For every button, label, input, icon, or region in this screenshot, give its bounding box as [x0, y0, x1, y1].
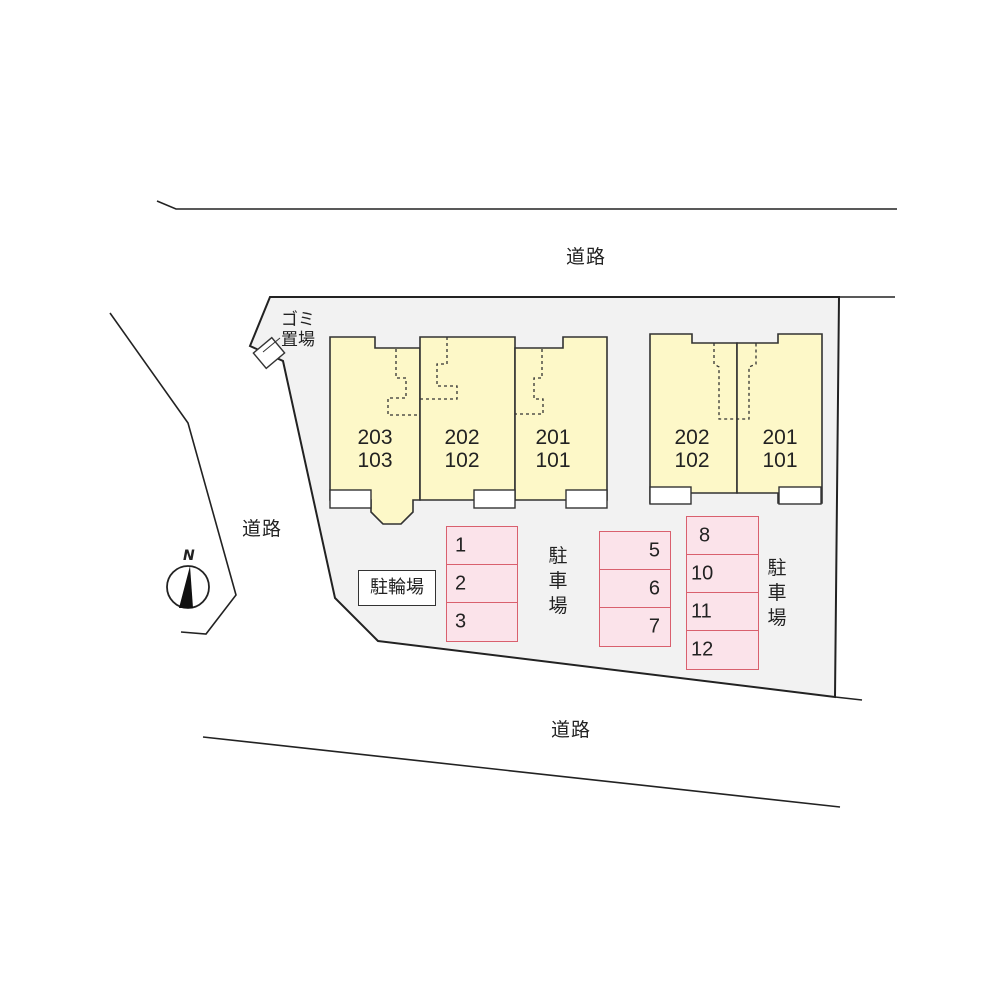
unit-label-202-102: 202 102	[427, 426, 497, 472]
garbage-label-line1: ゴミ	[281, 310, 315, 330]
unit-upper: 201	[762, 426, 798, 449]
bicycle-parking: 駐輪場	[358, 570, 436, 606]
unit-label-east-201-101: 201 101	[745, 426, 815, 472]
road-label-north: 道路	[566, 246, 607, 268]
parking-char: 駐	[767, 557, 787, 579]
parking-stall-8: 8	[686, 516, 759, 556]
parking-stall-3: 3	[446, 602, 518, 642]
parking-stall-1: 1	[446, 526, 518, 566]
parking-stall-2: 2	[446, 564, 518, 604]
stall-number: 12	[691, 638, 714, 661]
garbage-station	[252, 336, 286, 370]
garbage-area-label: ゴミ 置場	[281, 310, 327, 350]
garbage-leader-line	[262, 337, 281, 353]
road-edge-north	[156, 200, 897, 210]
unit-label-east-202-102: 202 102	[657, 426, 727, 472]
unit-lower: 103	[357, 449, 393, 472]
stall-number: 1	[455, 534, 467, 557]
unit-label-201-101: 201 101	[518, 426, 588, 472]
unit-lower: 102	[674, 449, 710, 472]
parking-stall-10: 10	[686, 554, 759, 594]
unit-upper: 202	[674, 426, 710, 449]
parking-label-east: 駐 車 場	[766, 556, 788, 631]
compass-north-label: N	[183, 548, 195, 564]
road-label-west: 道路	[242, 518, 283, 540]
unit-lower: 101	[535, 449, 571, 472]
road-edge-south	[202, 736, 841, 808]
west-building	[329, 336, 608, 525]
road-edge-southeast	[834, 696, 863, 701]
parking-char: 駐	[548, 545, 568, 567]
east-building	[649, 333, 823, 505]
parking-char: 車	[767, 582, 787, 604]
stall-number: 10	[691, 562, 714, 585]
parking-char: 場	[767, 607, 787, 629]
road-edge-west	[109, 312, 237, 635]
stall-number: 5	[648, 539, 660, 562]
parking-stall-7: 7	[599, 607, 671, 647]
compass-icon	[166, 565, 210, 609]
parking-label-center: 駐 車 場	[547, 544, 569, 619]
road-label-south: 道路	[551, 719, 592, 741]
unit-label-203-103: 203 103	[340, 426, 410, 472]
unit-lower: 102	[444, 449, 480, 472]
parking-char: 車	[548, 570, 568, 592]
unit-upper: 203	[357, 426, 393, 449]
unit-upper: 202	[444, 426, 480, 449]
parking-stall-5: 5	[599, 531, 671, 571]
parking-char: 場	[548, 595, 568, 617]
stall-number: 2	[455, 572, 467, 595]
stall-number: 7	[648, 615, 660, 638]
unit-lower: 101	[762, 449, 798, 472]
garbage-label-line2: 置場	[281, 330, 315, 350]
stall-number: 3	[455, 610, 467, 633]
parking-stall-12: 12	[686, 630, 759, 670]
parking-stall-6: 6	[599, 569, 671, 609]
stall-number: 11	[691, 600, 712, 623]
parking-stall-11: 11	[686, 592, 759, 632]
stall-number: 6	[648, 577, 660, 600]
stall-number: 8	[699, 524, 711, 547]
unit-upper: 201	[535, 426, 571, 449]
